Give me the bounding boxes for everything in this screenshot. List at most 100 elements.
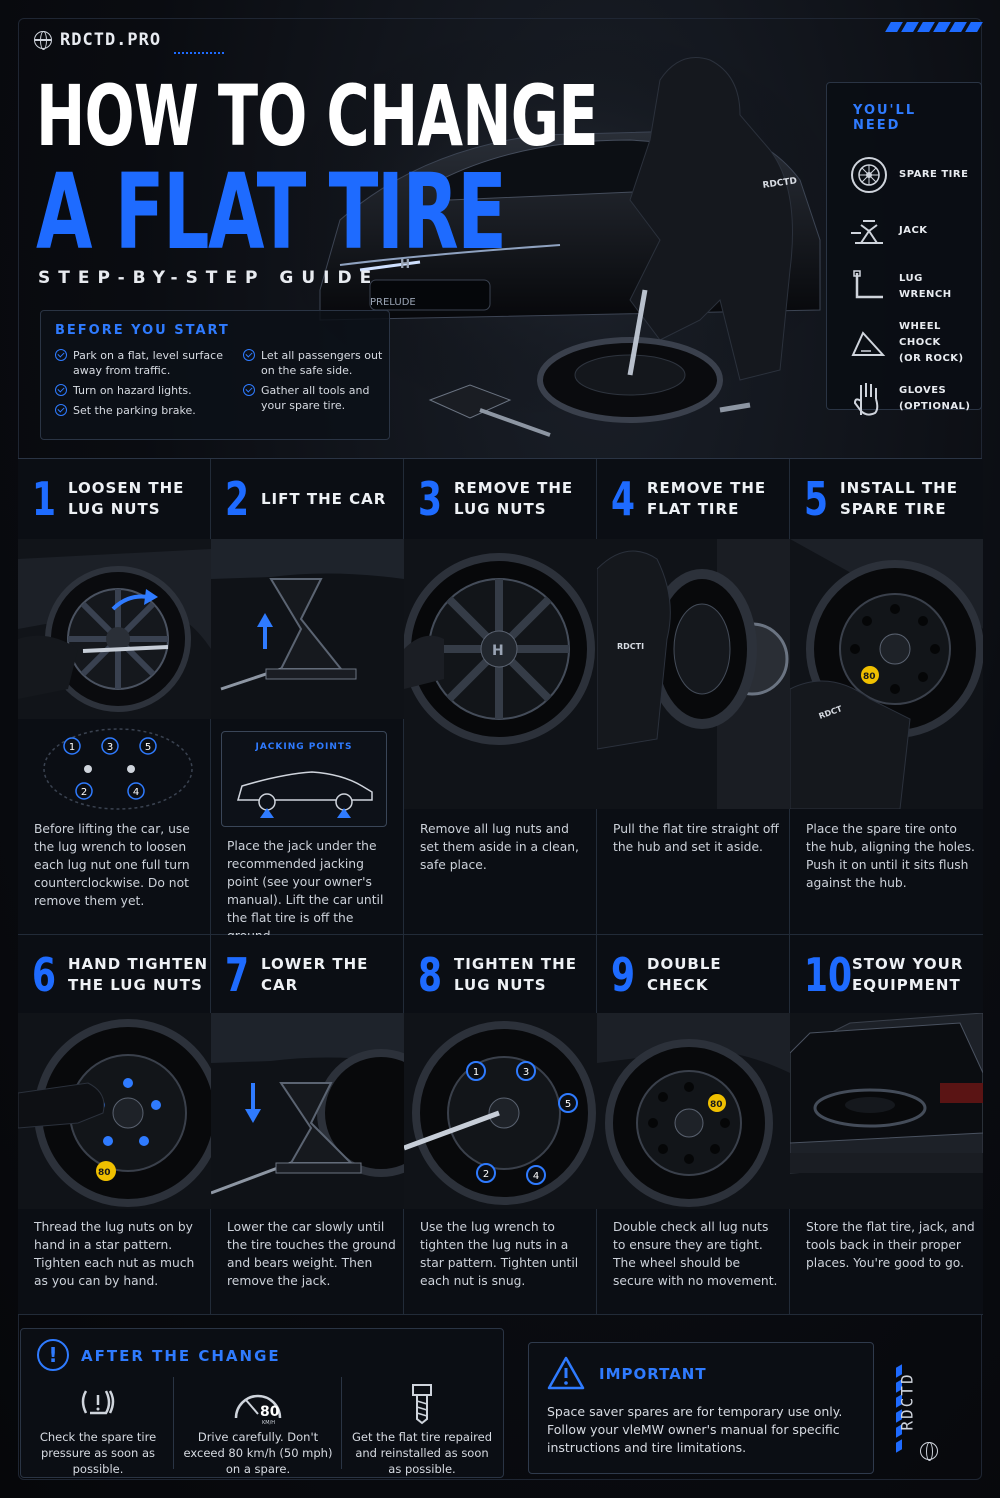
svg-text:2: 2: [483, 1169, 489, 1180]
exclamation-icon: !: [37, 1339, 69, 1371]
globe-icon: [34, 31, 52, 50]
before-item: Let all passengers out on the safe side.: [243, 348, 393, 378]
car-badge: PRELUDE: [370, 297, 416, 308]
subtitle: STEP-BY-STEP GUIDE: [38, 268, 380, 288]
step-6: 6 HAND TIGHTEN THE LUG NUTS 80 Thread the…: [18, 935, 211, 1315]
check-icon: [243, 384, 255, 396]
need-item-gloves: GLOVES (OPTIONAL): [839, 371, 970, 427]
step-number: 8: [418, 948, 443, 1002]
svg-text:2: 2: [81, 787, 87, 798]
step-number: 9: [611, 948, 636, 1002]
jacket-text: RDCTD: [762, 176, 798, 191]
step-description: Place the jack under the recommended jac…: [227, 839, 384, 943]
title-line-2: A FLAT TIRE: [36, 151, 507, 273]
step-number: 5: [804, 472, 829, 526]
before-item: Gather all tools and your spare tire.: [243, 383, 393, 418]
person-figure: [629, 57, 793, 381]
divider: [173, 1377, 174, 1469]
step-3: 3 REMOVE THE LUG NUTS H Remove all lug nu…: [404, 459, 597, 935]
step-description: Use the lug wrench to tighten the lug nu…: [420, 1220, 579, 1288]
brand-dots-decoration: [174, 52, 224, 54]
step-7-illustration: [211, 1013, 404, 1209]
important-text: Space saver spares are for temporary use…: [547, 1404, 843, 1455]
hero-illustration: H PRELUDE RDCTD: [300, 40, 840, 437]
step-description: Pull the flat tire straight off the hub …: [613, 822, 779, 854]
step-number: 4: [611, 472, 636, 526]
after-heading: AFTER THE CHANGE: [81, 1347, 281, 1365]
step-9-illustration: 80: [597, 1013, 790, 1209]
need-item-wheel-chock: WHEEL CHOCK (OR ROCK): [839, 315, 969, 371]
svg-text:5: 5: [565, 1099, 571, 1110]
chock-icon: [849, 323, 889, 363]
svg-text:KM/H: KM/H: [262, 1420, 275, 1426]
step-number: 1: [32, 472, 57, 526]
step-1-illustration: [18, 539, 211, 719]
svg-text:80: 80: [98, 1168, 111, 1178]
step-10-illustration: [790, 1013, 983, 1209]
car-logo: H: [400, 257, 410, 271]
step-4: 4 REMOVE THE FLAT TIRE RDCTI Pull the fla…: [597, 459, 790, 935]
step-title: REMOVE THE FLAT TIRE: [647, 479, 767, 518]
bolt-icon: [347, 1379, 497, 1427]
step-title: LOOSEN THE LUG NUTS: [68, 479, 185, 518]
need-item-lug-wrench: LUG WRENCH: [839, 259, 969, 315]
step-title: STOW YOUR EQUIPMENT: [852, 955, 964, 994]
step-5-illustration: 80 RDCT: [790, 539, 983, 809]
before-item: Turn on hazard lights.: [55, 383, 243, 398]
tire-icon: [849, 155, 889, 195]
step-9: 9 DOUBLE CHECK 80 Double check all lug nu…: [597, 935, 790, 1315]
step-4-illustration: RDCTI: [597, 539, 790, 809]
svg-text:H: H: [492, 643, 504, 659]
step-8-illustration: 1 3 5 2 4: [404, 1013, 597, 1209]
step-description: Double check all lug nuts to ensure they…: [613, 1220, 778, 1288]
divider: [341, 1377, 342, 1469]
hero-jack: [428, 384, 512, 419]
step-number: 6: [32, 948, 57, 1002]
svg-text:80: 80: [710, 1100, 723, 1110]
gloves-icon: [849, 379, 889, 419]
youll-need-panel: YOU'LL NEED SPARE TIRE JACK LUG WRENCH W…: [826, 82, 982, 416]
brand-header: RDCTD.PRO: [34, 30, 224, 54]
jacking-points-label: JACKING POINTS: [255, 742, 353, 752]
after-the-change-panel: ! AFTER THE CHANGE Check the spare tire …: [20, 1328, 504, 1478]
step-title: REMOVE THE LUG NUTS: [454, 479, 574, 518]
step-description: Thread the lug nuts on by hand in a star…: [34, 1220, 195, 1288]
step-title: DOUBLE CHECK: [647, 955, 722, 994]
car-side-icon: [237, 771, 373, 818]
svg-text:5: 5: [145, 742, 151, 753]
before-item: Park on a flat, level surface away from …: [55, 348, 243, 378]
steps-grid: 1 LOOSEN THE LUG NUTS 1 3 5: [18, 458, 983, 1315]
step-title: HAND TIGHTEN THE LUG NUTS: [68, 955, 209, 994]
step-title: LIFT THE CAR: [261, 489, 387, 508]
before-heading: BEFORE YOU START: [55, 323, 230, 338]
check-icon: [55, 384, 67, 396]
need-item-jack: JACK: [839, 203, 969, 259]
tire-pressure-icon: [23, 1379, 173, 1427]
svg-text:4: 4: [533, 1171, 539, 1182]
check-icon: [243, 349, 255, 361]
svg-text:80: 80: [863, 672, 876, 682]
svg-text:3: 3: [107, 742, 113, 753]
step-description: Remove all lug nuts and set them aside i…: [420, 822, 579, 872]
title-line-1: HOW TO CHANGE: [36, 67, 599, 165]
need-heading: YOU'LL NEED: [853, 103, 917, 133]
after-item-repair-tire: Get the flat tire repaired and reinstall…: [347, 1379, 497, 1477]
step-description: Place the spare tire onto the hub, align…: [806, 822, 975, 890]
step-description: Store the flat tire, jack, and tools bac…: [806, 1220, 975, 1270]
step-6-illustration: 80: [18, 1013, 211, 1209]
important-panel: IMPORTANT Space saver spares are for tem…: [528, 1342, 874, 1474]
step-number: 3: [418, 472, 443, 526]
need-item-spare-tire: SPARE TIRE: [839, 147, 969, 203]
globe-icon: [920, 1442, 938, 1461]
before-item: Set the parking brake.: [55, 403, 243, 418]
svg-text:1: 1: [473, 1067, 479, 1078]
check-icon: [55, 404, 67, 416]
svg-text:80: 80: [260, 1404, 280, 1420]
